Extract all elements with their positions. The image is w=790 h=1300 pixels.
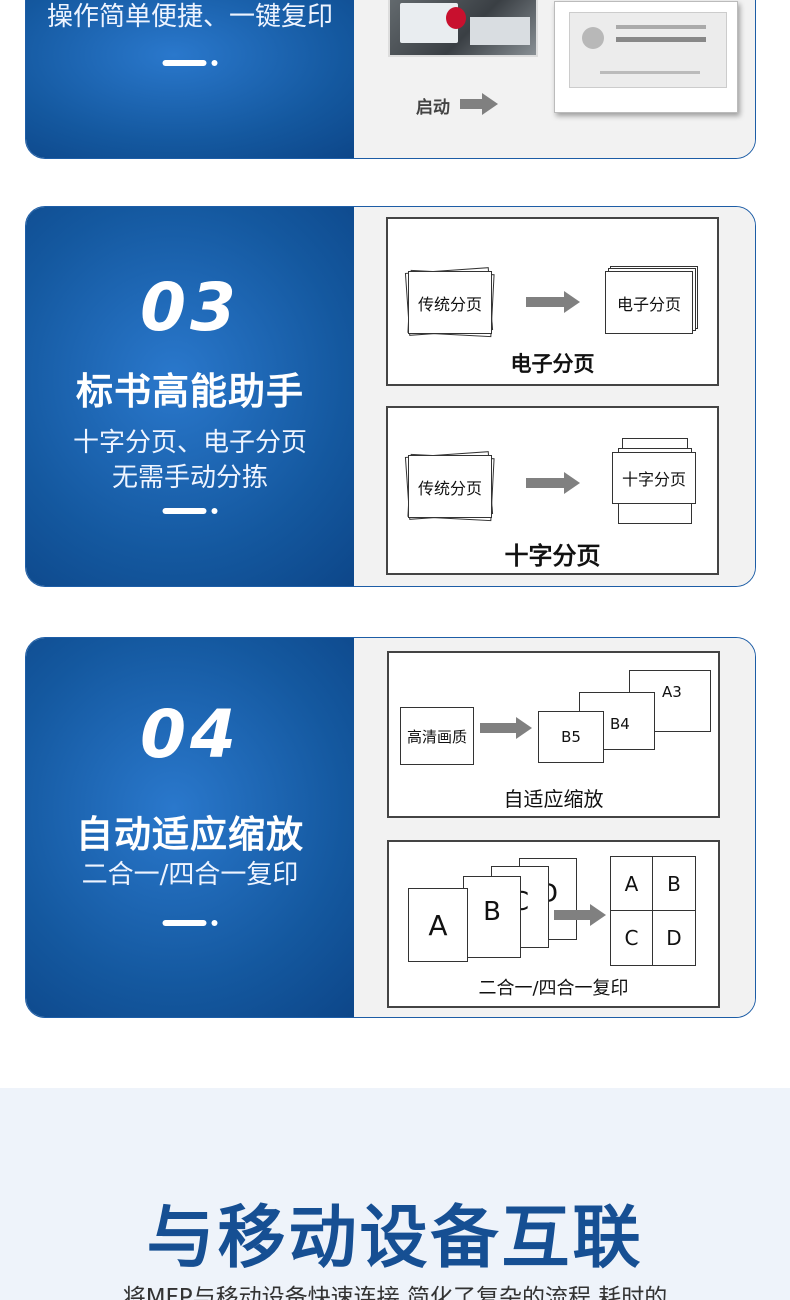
panel-electronic-separation: 传统分页 电子分页 电子分页 — [386, 217, 719, 386]
sheet-cross: 十字分页 — [612, 452, 696, 504]
sheet-electronic: 电子分页 — [605, 271, 693, 334]
decor-dash-icon — [162, 60, 218, 66]
sheet-traditional: 传统分页 — [408, 455, 492, 518]
feature-number: 04 — [140, 696, 240, 773]
feature-desc-line1: 十字分页、电子分页 — [72, 428, 307, 458]
page-b: B — [463, 876, 521, 958]
page-a: A — [408, 888, 468, 962]
arrow-icon — [554, 904, 608, 926]
start-arrow-icon — [460, 93, 498, 115]
four-up-grid: A B C D — [610, 856, 696, 966]
id-card-copy-icon — [554, 1, 738, 113]
feature-card-copy-illustration: 启动 — [354, 0, 755, 158]
arrow-icon — [526, 472, 582, 494]
feature-title: 标书高能助手 — [76, 370, 304, 413]
decor-dash-icon — [162, 920, 218, 926]
mobile-connect-section: 与移动设备互联 将MFP与移动设备快速连接 简化了复杂的流程 耗时的 — [0, 1088, 790, 1300]
decor-dash-icon — [162, 508, 218, 514]
arrow-icon — [526, 291, 582, 313]
sheet-size-b5: B5 — [538, 711, 604, 763]
panel-caption: 十字分页 — [504, 542, 601, 570]
feature-desc-line1: 二合一/四合一复印 — [81, 860, 299, 890]
feature-title: 自动适应缩放 — [76, 813, 304, 856]
feature-card-tender-illustration: 传统分页 电子分页 电子分页 传统分页 十字分页 十字分页 — [354, 207, 755, 586]
panel-cross-separation: 传统分页 十字分页 十字分页 — [386, 406, 719, 575]
arrow-icon — [480, 717, 534, 739]
panel-auto-scaling: 高清画质 A3 B4 B5 自适应缩放 — [387, 651, 720, 818]
feature-card-scaling: 04 自动适应缩放 二合一/四合一复印 高清画质 A3 B4 B5 自适应缩放 … — [25, 637, 756, 1018]
panel-caption: 二合一/四合一复印 — [478, 978, 629, 999]
feature-card-scaling-illustration: 高清画质 A3 B4 B5 自适应缩放 D C B A A B C D 二合一 — [354, 638, 755, 1017]
panel-n-up-copy: D C B A A B C D 二合一/四合一复印 — [387, 840, 720, 1008]
feature-card-copy-subtitle: 操作简单便捷、一键复印 — [46, 2, 333, 32]
panel-caption: 电子分页 — [510, 352, 595, 376]
section-subtitle: 将MFP与移动设备快速连接 简化了复杂的流程 耗时的 — [122, 1285, 668, 1300]
sheet-hd-quality: 高清画质 — [400, 707, 474, 765]
feature-card-copy: 操作简单便捷、一键复印 启动 — [25, 0, 756, 159]
feature-card-copy-left: 操作简单便捷、一键复印 — [26, 0, 354, 158]
panel-caption: 自适应缩放 — [503, 787, 604, 811]
sheet-traditional: 传统分页 — [408, 271, 492, 334]
feature-desc-line2: 无需手动分拣 — [111, 463, 268, 493]
feature-card-tender-left: 03 标书高能助手 十字分页、电子分页 无需手动分拣 — [26, 207, 354, 586]
feature-number: 03 — [140, 269, 240, 346]
section-title: 与移动设备互联 — [146, 1199, 644, 1278]
scanner-photo-icon — [388, 0, 538, 57]
feature-card-tender: 03 标书高能助手 十字分页、电子分页 无需手动分拣 传统分页 电子分页 电子分… — [25, 206, 756, 587]
start-label: 启动 — [416, 98, 450, 118]
feature-card-scaling-left: 04 自动适应缩放 二合一/四合一复印 — [26, 638, 354, 1017]
